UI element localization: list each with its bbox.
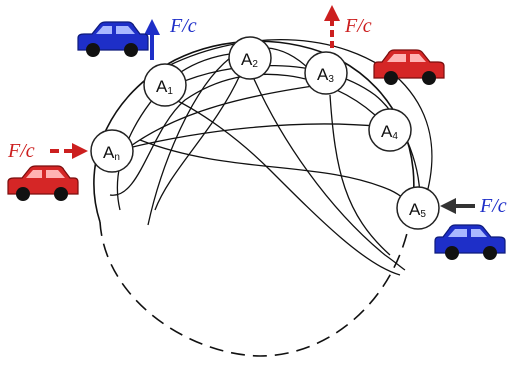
link-curve bbox=[147, 47, 311, 226]
link-curve bbox=[116, 52, 256, 211]
node-circle bbox=[90, 129, 134, 173]
node-subscript: 4 bbox=[392, 131, 398, 142]
force-label-top-right: F/c bbox=[344, 15, 372, 37]
node-label: A bbox=[156, 77, 168, 96]
link-curve bbox=[139, 139, 413, 211]
node-A1: A1 bbox=[143, 63, 187, 107]
link-curve bbox=[119, 123, 386, 151]
node-An: An bbox=[90, 129, 134, 173]
node-A4: A4 bbox=[368, 108, 412, 152]
svg-text:A4: A4 bbox=[381, 122, 398, 142]
link-curve bbox=[164, 94, 401, 276]
force-label-top-left: F/c bbox=[169, 15, 197, 37]
node-circle bbox=[368, 108, 412, 152]
node-subscript: n bbox=[114, 152, 120, 163]
node-A2: A2 bbox=[228, 36, 272, 80]
node-label: A bbox=[381, 122, 393, 141]
node-circle bbox=[304, 51, 348, 95]
force-label-right: F/c bbox=[479, 195, 507, 217]
node-label: A bbox=[103, 143, 115, 162]
link-curve bbox=[329, 94, 391, 256]
node-A5: A5 bbox=[396, 186, 440, 230]
blue-car-icon bbox=[77, 21, 149, 57]
node-label: A bbox=[317, 65, 329, 84]
node-circle bbox=[143, 63, 187, 107]
red-car-icon bbox=[373, 49, 445, 85]
link-curve bbox=[154, 74, 241, 211]
node-circle bbox=[396, 186, 440, 230]
node-label: A bbox=[241, 50, 253, 69]
link-curve bbox=[249, 69, 406, 271]
red-car-icon bbox=[7, 165, 79, 201]
node-A3: A3 bbox=[304, 51, 348, 95]
ring-lower-arc bbox=[99, 219, 411, 357]
blue-car-icon bbox=[434, 224, 506, 260]
svg-text:A2: A2 bbox=[241, 50, 258, 70]
force-arrows bbox=[50, 5, 475, 214]
svg-text:An: An bbox=[103, 143, 120, 163]
svg-text:A5: A5 bbox=[409, 200, 426, 220]
svg-text:A3: A3 bbox=[317, 65, 334, 85]
node-subscript: 5 bbox=[420, 209, 426, 220]
node-label: A bbox=[409, 200, 421, 219]
node-subscript: 3 bbox=[328, 74, 334, 85]
node-subscript: 1 bbox=[167, 86, 173, 97]
node-circle bbox=[228, 36, 272, 80]
link-curve bbox=[174, 64, 421, 201]
force-label-left: F/c bbox=[7, 140, 35, 162]
svg-text:A1: A1 bbox=[156, 77, 173, 97]
node-subscript: 2 bbox=[252, 59, 258, 70]
link-curve bbox=[127, 84, 321, 149]
